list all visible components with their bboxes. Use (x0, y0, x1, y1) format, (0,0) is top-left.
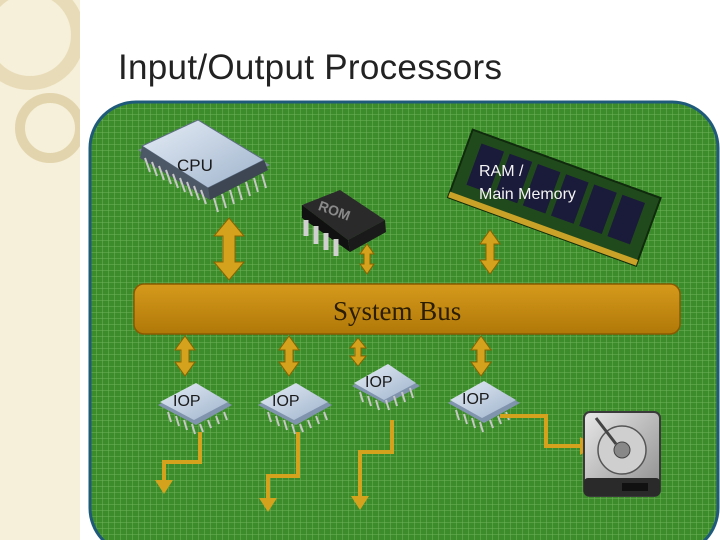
ram-label-line-2: Main Memory (479, 186, 576, 203)
output-path-1 (162, 432, 202, 482)
hard-drive-icon (583, 411, 661, 497)
cpu-label: CPU (177, 156, 213, 175)
cpu-chip (138, 119, 270, 213)
ram-bus-arrow (479, 229, 501, 275)
ram-module (446, 128, 662, 267)
output-arrowhead-1 (155, 480, 173, 494)
iop-chip-2 (258, 383, 332, 435)
output-path-4 (500, 414, 582, 448)
iop-chip-1 (158, 383, 232, 435)
decorative-circles (0, 0, 80, 163)
bus-iop3-arrow (348, 337, 368, 367)
iop-label-4: IOP (462, 391, 490, 408)
system-bus (133, 283, 681, 335)
rom-chip: ROM (302, 190, 386, 256)
iop-label-2: IOP (272, 393, 300, 410)
iop-chip-3 (352, 364, 420, 411)
ram-label-line-1: RAM / (479, 163, 524, 180)
bus-iop2-arrow (278, 335, 300, 377)
output-arrowhead-2 (259, 498, 277, 512)
bus-iop1-arrow (174, 335, 196, 377)
output-path-3 (358, 420, 394, 498)
iop-label-3: IOP (365, 374, 393, 391)
ram-label: RAM / Main Memory (479, 160, 576, 206)
rom-bus-arrow (359, 243, 375, 275)
decorative-side-strip (0, 0, 80, 540)
output-arrowhead-3 (351, 496, 369, 510)
slide-title: Input/Output Processors (118, 48, 503, 87)
bus-iop4-arrow (470, 335, 492, 377)
iop-chip-4 (448, 381, 520, 433)
iop-label-1: IOP (173, 393, 201, 410)
cpu-bus-arrow (212, 217, 246, 281)
system-bus-label: System Bus (333, 296, 462, 326)
output-path-2 (266, 432, 300, 500)
